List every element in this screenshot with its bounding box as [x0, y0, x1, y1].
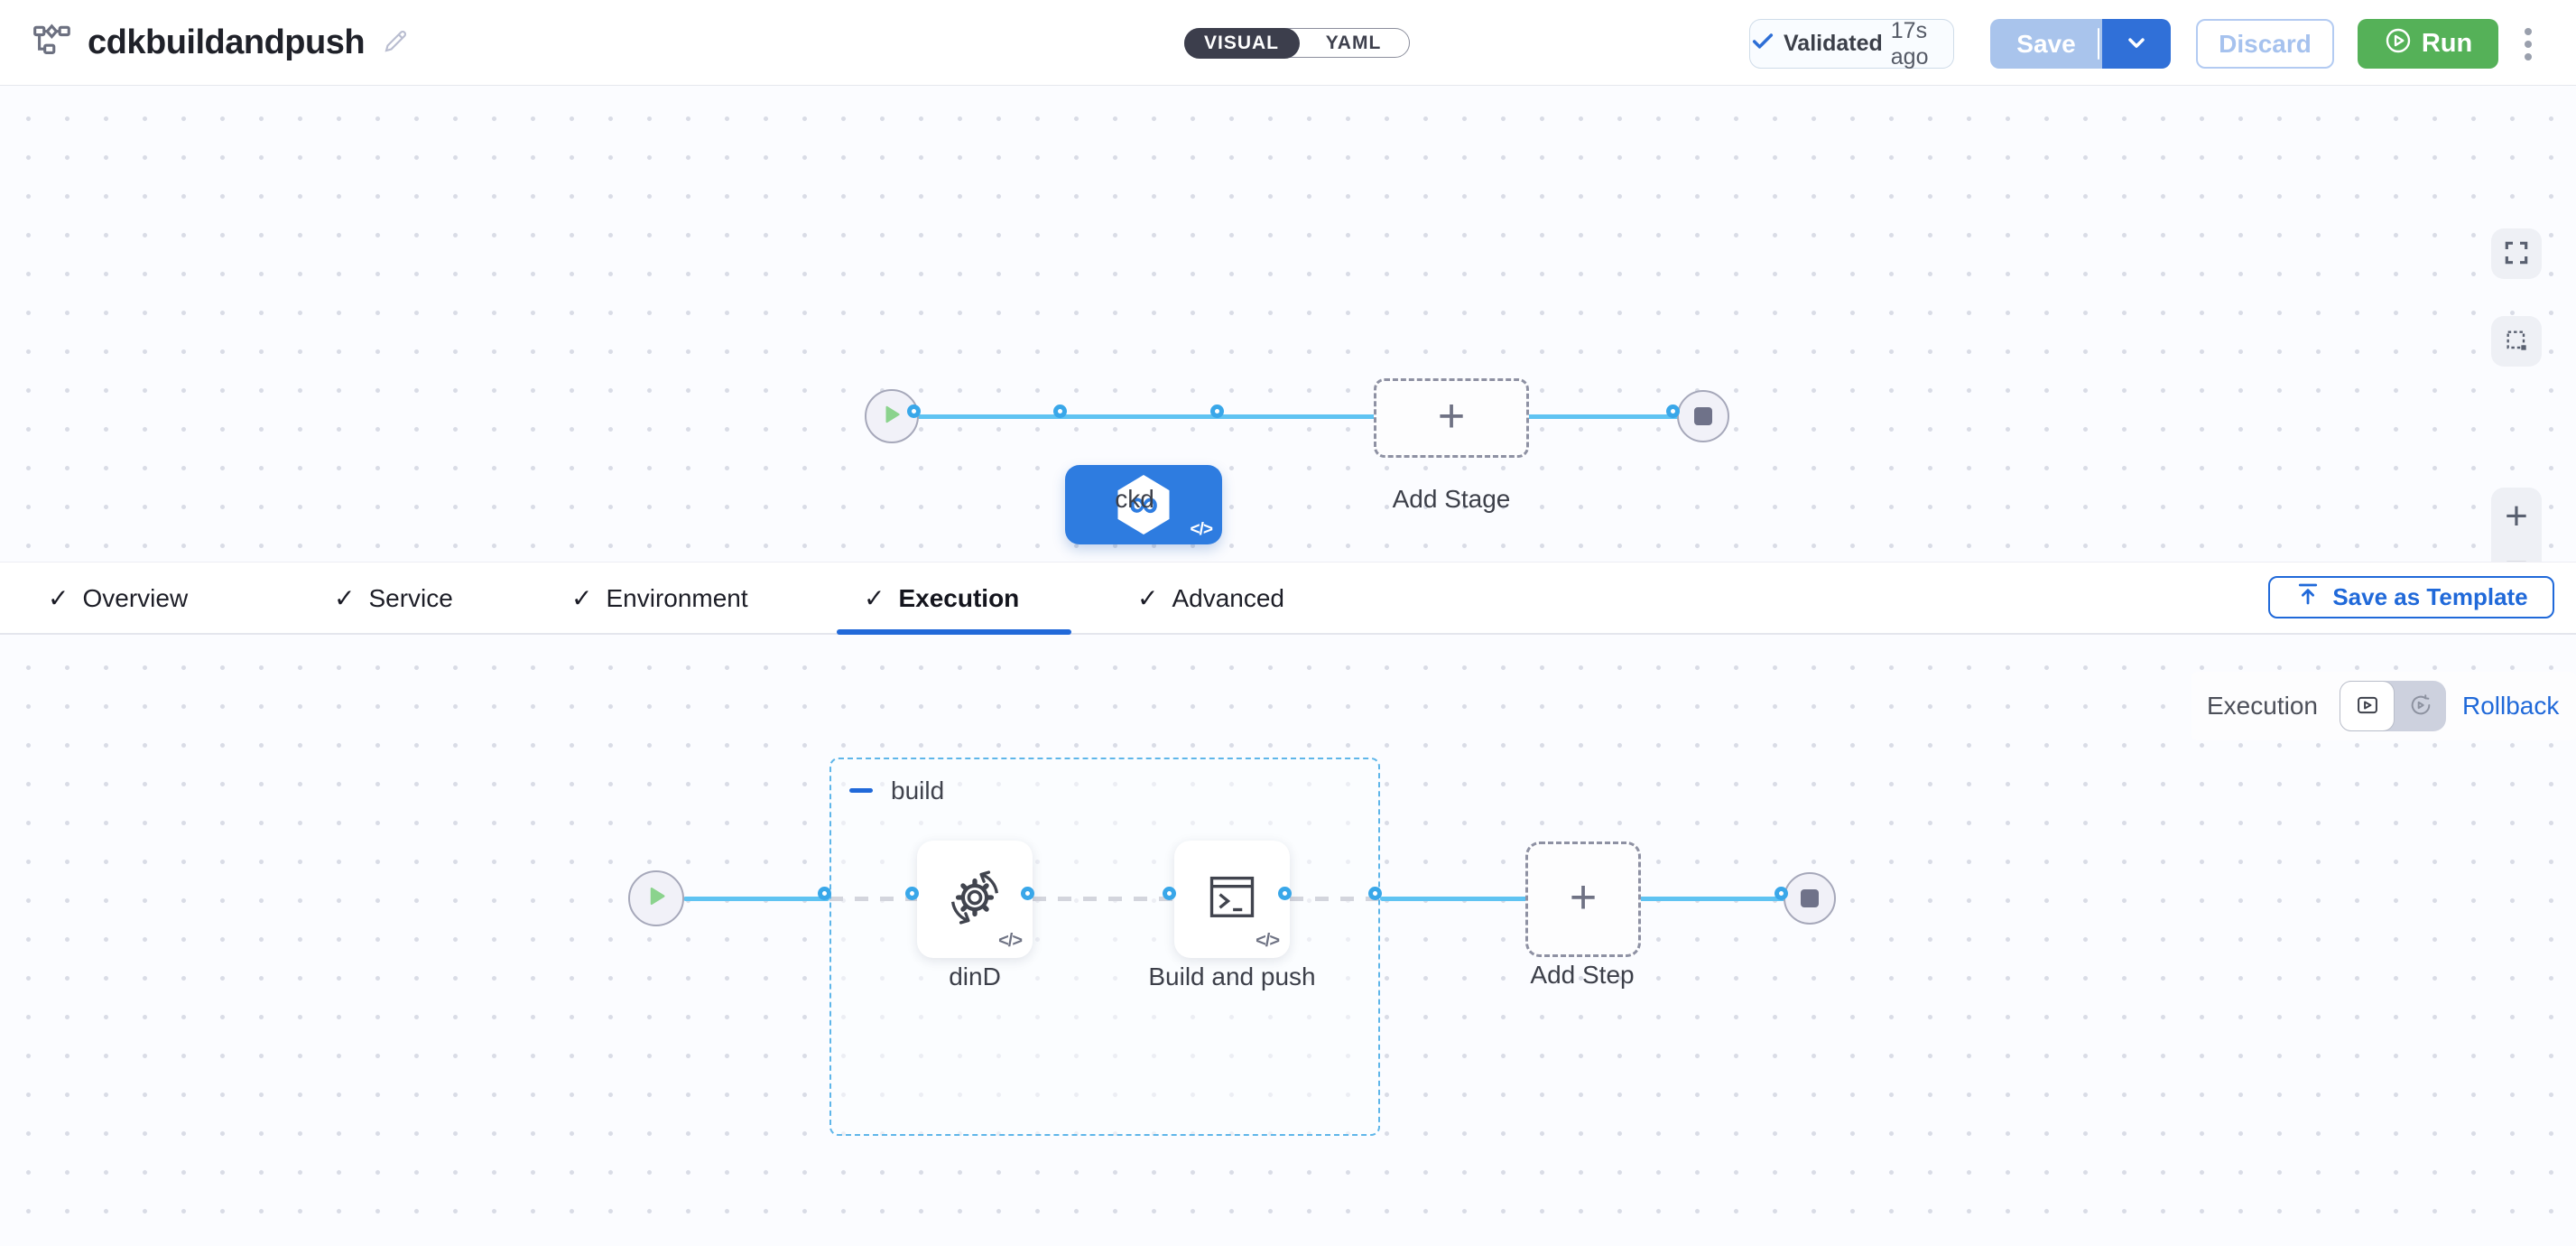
toggle-visual[interactable]: VISUAL [1183, 27, 1300, 59]
step-node-build-and-push[interactable]: </> [1174, 841, 1290, 958]
plus-icon: + [1569, 871, 1598, 924]
step-connector-line [683, 897, 829, 901]
validation-status: Validated [1784, 31, 1883, 56]
run-label: Run [2421, 29, 2473, 58]
zoom-in-button[interactable]: + [2491, 488, 2542, 540]
visual-yaml-toggle: VISUAL YAML [1183, 27, 1410, 59]
active-tab-underline [837, 629, 1071, 635]
add-step-button[interactable]: + [1525, 842, 1641, 957]
add-stage-button[interactable]: + [1374, 378, 1529, 458]
connector-point[interactable] [907, 404, 921, 418]
header-left: cdkbuildandpush [32, 0, 410, 86]
pipeline-icon [32, 21, 71, 65]
discard-button[interactable]: Discard [2196, 19, 2334, 69]
validation-badge: Validated 17s ago [1749, 17, 1954, 70]
rollback-view-button[interactable] [2395, 681, 2446, 731]
pencil-icon [381, 27, 410, 59]
selection-icon [2502, 326, 2531, 358]
edit-pipeline-name-button[interactable] [381, 27, 410, 59]
code-icon: </> [1256, 931, 1280, 951]
check-icon: ✓ [864, 584, 885, 612]
save-as-template-button[interactable]: Save as Template [2268, 576, 2554, 618]
execution-start-node[interactable] [628, 870, 684, 926]
step-name-label: dinD [949, 962, 1001, 990]
tab-overview[interactable]: ✓ Overview [48, 583, 189, 613]
tab-service[interactable]: ✓ Service [334, 583, 453, 613]
add-step-label: Add Step [1530, 961, 1635, 989]
connector-point[interactable] [1053, 404, 1067, 418]
validation-time: 17s ago [1890, 17, 1929, 70]
step-group-build[interactable]: build [829, 758, 1380, 1136]
chevron-down-icon [2124, 30, 2149, 58]
step-group-name: build [891, 776, 945, 804]
tab-advanced[interactable]: ✓ Advanced [1137, 583, 1285, 613]
play-box-icon [2355, 693, 2380, 721]
connector-point[interactable] [1666, 404, 1680, 418]
more-options-button[interactable] [2515, 22, 2542, 67]
plus-icon: + [1437, 390, 1466, 442]
save-options-button[interactable] [2102, 19, 2171, 69]
execution-end-node[interactable] [1784, 872, 1836, 925]
upload-icon [2294, 581, 2321, 614]
connector-point[interactable] [905, 887, 919, 900]
connector-point[interactable] [1368, 887, 1382, 900]
execution-canvas[interactable]: Execution Rol [0, 636, 2576, 1246]
collapse-icon[interactable] [849, 788, 873, 793]
run-play-icon [2384, 26, 2413, 62]
execution-mode-label: Execution [2207, 692, 2318, 720]
rollback-icon [2408, 693, 2433, 721]
stage-name-label: ckd [1115, 485, 1154, 513]
connector-point[interactable] [1278, 887, 1292, 900]
connector-point[interactable] [1163, 887, 1176, 900]
code-icon: </> [1190, 520, 1214, 539]
execution-rollback-toggle [2340, 681, 2446, 731]
save-button[interactable]: Save [1990, 19, 2102, 69]
stop-icon [1801, 889, 1819, 907]
docker-in-docker-icon [941, 863, 1009, 936]
connector-point[interactable] [1210, 404, 1224, 418]
connector-point[interactable] [1021, 887, 1034, 900]
add-stage-label: Add Stage [1392, 485, 1511, 513]
execution-view-button[interactable] [2340, 681, 2395, 731]
tab-execution[interactable]: ✓ Execution [864, 583, 1020, 613]
check-icon: ✓ [48, 584, 69, 612]
fit-to-screen-button[interactable] [2491, 228, 2542, 279]
connector-point[interactable] [818, 887, 831, 900]
fullscreen-icon [2502, 238, 2531, 270]
tab-environment[interactable]: ✓ Environment [571, 583, 748, 613]
check-icon: ✓ [1137, 584, 1159, 612]
code-icon: </> [998, 931, 1023, 951]
pipeline-tabbar: ✓ Overview ✓ Service ✓ Environment ✓ Exe… [0, 562, 2576, 635]
step-node-dind[interactable]: </> [917, 841, 1033, 958]
stage-connector-line [917, 414, 1680, 419]
kebab-icon [2525, 28, 2532, 35]
check-icon [1750, 29, 1775, 59]
step-name-label: Build and push [1148, 962, 1316, 990]
play-icon [880, 403, 903, 431]
play-icon [644, 884, 669, 913]
toggle-yaml[interactable]: YAML [1298, 29, 1409, 57]
select-mode-button[interactable] [2491, 316, 2542, 367]
stage-node-ckd[interactable]: ∞ </> [1065, 465, 1222, 544]
header: cdkbuildandpush VISUAL YAML Validated [0, 0, 2576, 86]
check-icon: ✓ [571, 584, 593, 612]
rollback-link[interactable]: Rollback [2462, 692, 2560, 720]
check-icon: ✓ [334, 584, 356, 612]
stage-canvas[interactable]: ∞ </> ckd + Add Stage [0, 87, 2576, 596]
terminal-icon [1200, 865, 1265, 934]
page-title: cdkbuildandpush [88, 23, 366, 61]
stop-icon [1694, 407, 1712, 425]
pipeline-end-node[interactable] [1677, 390, 1729, 442]
run-button[interactable]: Run [2358, 19, 2498, 69]
connector-point[interactable] [1774, 887, 1788, 900]
